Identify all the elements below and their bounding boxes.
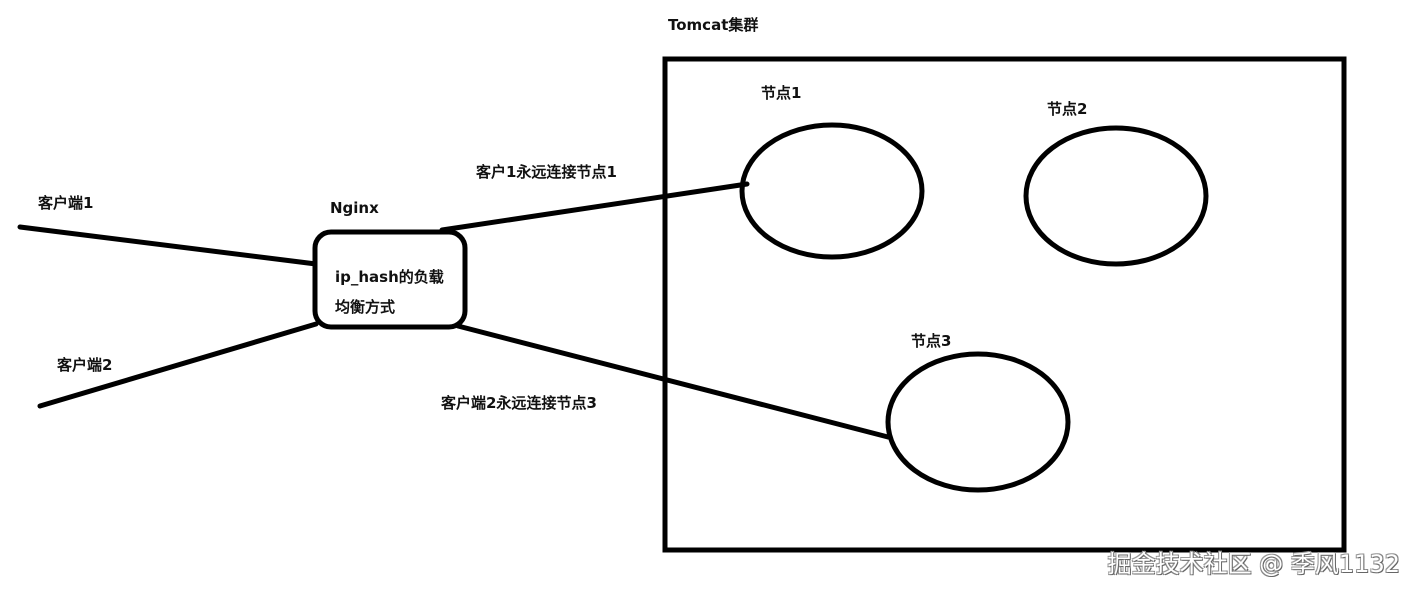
node3-label: 节点3 [911,332,952,350]
node3-ellipse [885,351,1071,493]
edge-client2-node3 [455,323,891,440]
nginx-description: ip_hash的负载 均衡方式 [335,262,444,322]
nginx-box [312,229,468,330]
nginx-description-line2: 均衡方式 [335,298,396,316]
node1-label: 节点1 [761,84,802,102]
watermark: 掘金技术社区 @ 季风1132 [1107,550,1400,578]
nginx-title: Nginx [330,199,379,217]
edge-label-client1-node1: 客户1永远连接节点1 [476,163,617,181]
edge-label-client2-node3: 客户端2永远连接节点3 [441,394,597,412]
node2-label: 节点2 [1047,100,1088,118]
client2-label: 客户端2 [57,356,113,374]
node2-ellipse [1023,125,1209,267]
tomcat-cluster-box [662,56,1347,553]
edge-client1-node1 [439,181,750,233]
client1-label: 客户端1 [38,194,94,212]
cluster-title: Tomcat集群 [668,16,759,34]
client2-line [37,321,319,409]
node1-ellipse [739,122,925,260]
nginx-description-line1: ip_hash的负载 [335,268,444,286]
client1-line [17,224,319,267]
